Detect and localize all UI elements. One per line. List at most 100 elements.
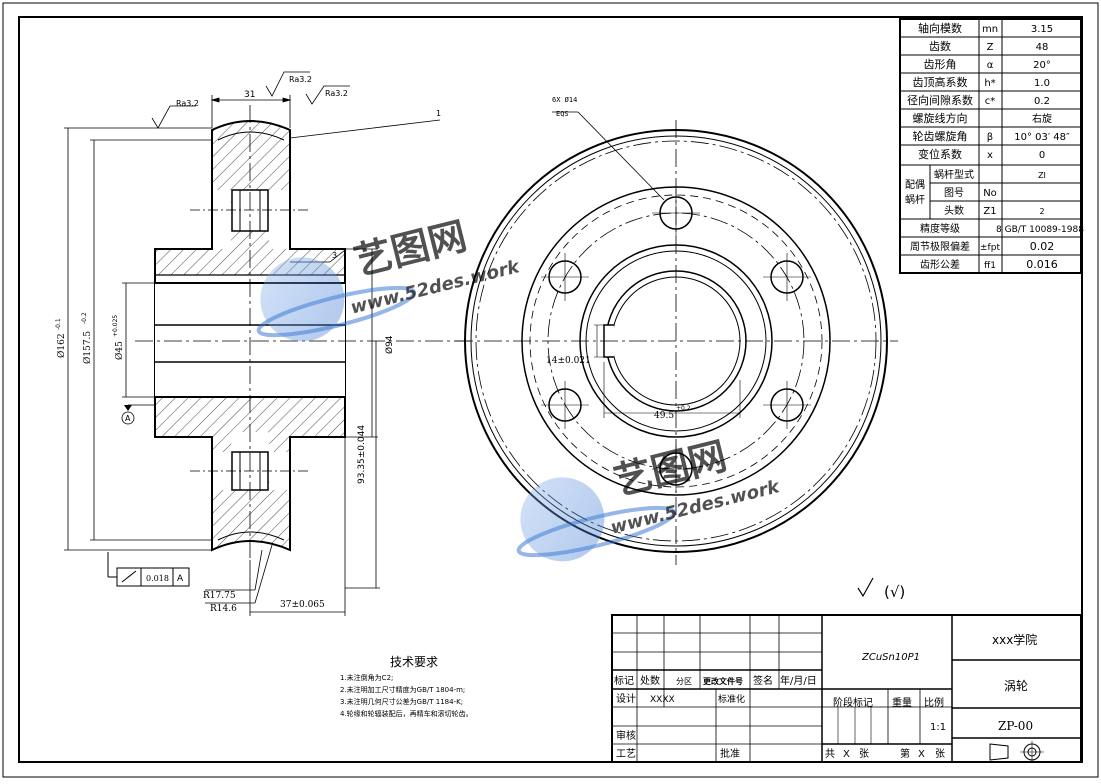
tech-requirements: 技术要求 1.未注倒角为C2;2.未注明加工尺寸精度为GB/T 1804-m;3… (340, 655, 473, 718)
tb-zhongliang: 重量 (892, 696, 912, 709)
material: ZCuSn10P1 (861, 652, 920, 663)
tol-label: 周节极限偏差 (910, 240, 970, 253)
inner-frame (18, 16, 1083, 763)
leader-3: 3 (332, 251, 337, 260)
front-view (455, 111, 898, 565)
tb-gongyi: 工艺 (616, 748, 636, 760)
param-value: 右旋 (1032, 112, 1052, 125)
param-value: 3.15 (1031, 24, 1053, 35)
gtol-value: 0.018 (146, 574, 169, 583)
mating-symbol: No (983, 188, 997, 199)
tb-sheji: 设计 (616, 692, 636, 705)
dim-r146: R14.6 (210, 604, 237, 614)
ra-1: Ra3.2 (176, 99, 199, 108)
tech-item: 4.轮缘和轮辐装配后，再精车和滚切轮齿。 (340, 709, 473, 718)
dim-93: 93.35±0.044 (357, 425, 367, 484)
tb-zhang2: 张 (935, 748, 945, 760)
tech-title: 技术要求 (390, 655, 438, 669)
mating-label: 头数 (944, 204, 964, 217)
tech-item: 3.未注明几何尺寸公差为GB/T 1184-K; (340, 697, 463, 706)
surface-note: (√) (857, 577, 905, 601)
mating-label: 图号 (944, 187, 964, 199)
mating-label: 蜗杆型式 (934, 168, 974, 181)
tb-x2: X (918, 749, 925, 760)
dim-d94: Ø94 (384, 335, 395, 354)
holes-sub: EQS (556, 110, 569, 118)
gtol-frame (107, 552, 190, 587)
tech-item: 2.未注明加工尺寸精度为GB/T 1804-m; (340, 685, 465, 694)
tb-x1: X (843, 749, 850, 760)
tol-symbol: ±fpt (980, 243, 1000, 253)
dim-d162-tol: -0.1 (55, 318, 62, 330)
mating-value: 2 (1039, 207, 1044, 216)
dim-key14: 14±0.021 (546, 356, 591, 366)
tb-scale: 1:1 (930, 722, 946, 733)
param-symbol: h* (984, 78, 995, 89)
gtol-ref: A (177, 574, 184, 584)
mating-value: ZI (1038, 171, 1046, 180)
watermark-globe-icon (260, 257, 345, 342)
title-block (611, 614, 1082, 763)
tb-jieduan: 阶段标记 (833, 696, 873, 709)
mating-group-1: 配偶 (905, 178, 925, 191)
param-label: 螺旋线方向 (913, 111, 968, 125)
dim-key49: 49.5 (654, 411, 674, 421)
tb-shenhe: 审核 (616, 729, 636, 742)
param-label: 齿数 (929, 40, 951, 53)
ra-3: Ra3.2 (325, 89, 348, 98)
param-value: 1.0 (1034, 78, 1050, 89)
mating-group-2: 蜗杆 (905, 194, 925, 206)
part-name: 涡轮 (1004, 679, 1028, 693)
dim-top-width: 31 (244, 90, 255, 100)
param-label: 轴向模数 (918, 21, 962, 35)
tb-zhang1: 张 (859, 748, 869, 760)
tb-date: 年/月/日 (780, 674, 817, 687)
dim-d157-tol: -0.2 (81, 312, 88, 324)
param-value: 10° 03′ 48″ (1014, 132, 1070, 143)
tol-symbol: ff1 (984, 261, 996, 271)
datum-triangle (124, 405, 132, 411)
param-table (899, 18, 1082, 274)
mating-symbol: Z1 (983, 206, 996, 217)
datum-circle (121, 411, 135, 425)
surface-note-text: (√) (884, 583, 905, 601)
tb-sheji-val: XXXX (650, 695, 675, 705)
dim-d162: Ø162 (56, 333, 67, 358)
param-value: 48 (1036, 42, 1049, 53)
param-symbol: α (987, 60, 994, 71)
title-block-text: ZCuSn10P1 xxx学院 涡轮 ZP-00 标记 处数 分区 更改文件号 … (614, 632, 1037, 760)
tol-value: 8 GB/T 10089-1988 (996, 225, 1084, 235)
param-label: 轮齿螺旋角 (913, 129, 968, 143)
param-value: 0.2 (1034, 96, 1050, 107)
tb-biaoji: 标记 (614, 675, 634, 687)
param-value: 0 (1039, 150, 1045, 161)
dim-r1775: R17.75 (203, 591, 236, 601)
param-label: 变位系数 (918, 147, 962, 161)
tb-qianming: 签名 (753, 674, 773, 687)
param-symbol: β (987, 132, 993, 143)
param-value: 20° (1033, 60, 1051, 71)
tb-bili: 比例 (924, 696, 944, 709)
dim-key49-tol: +0.2 (676, 405, 691, 412)
tol-value: 0.02 (1030, 240, 1055, 253)
dim-d45-tol: +0.025 (112, 315, 119, 337)
tb-pizhun: 批准 (720, 747, 740, 760)
param-label: 齿顶高系数 (913, 75, 968, 89)
tb-fenqu: 分区 (676, 677, 692, 686)
part-code: ZP-00 (998, 719, 1033, 733)
dim-w37: 37±0.065 (280, 600, 325, 610)
dim-d45: Ø45 (114, 341, 125, 360)
tol-value: 0.016 (1026, 258, 1058, 271)
param-label: 径向间隙系数 (907, 93, 973, 107)
tol-label: 精度等级 (920, 222, 960, 235)
param-symbol: c* (985, 96, 996, 107)
dim-d157: Ø157.5 (82, 331, 93, 364)
watermark-1: 艺图网 www.52des.work (256, 214, 523, 342)
datum-label: A (125, 414, 131, 423)
tb-biaozhun: 标准化 (718, 693, 745, 705)
param-symbol: mn (982, 24, 998, 35)
tb-chushu: 处数 (640, 674, 660, 687)
